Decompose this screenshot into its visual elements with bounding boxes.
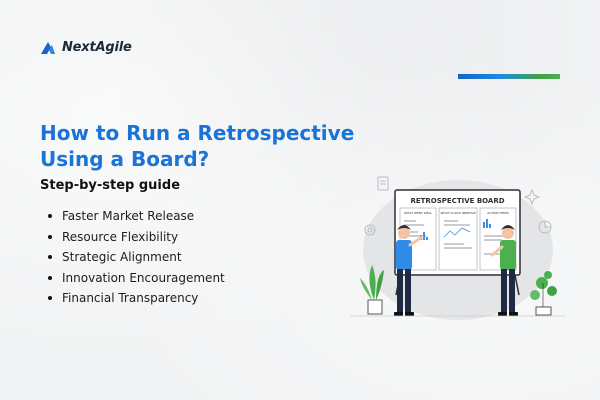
person-right <box>490 225 518 316</box>
brand-logo[interactable]: NextAgile <box>40 40 132 55</box>
list-item: Innovation Encouragement <box>48 268 225 289</box>
list-item: Faster Market Release <box>48 206 225 227</box>
list-item-label: Innovation Encouragement <box>62 270 225 285</box>
plant-left-icon <box>360 265 384 315</box>
board-title: RETROSPECTIVE BOARD <box>410 197 504 205</box>
retrospective-illustration: RETROSPECTIVE BOARD WHAT WENT WELL WHAT … <box>350 176 565 320</box>
person-left <box>394 225 424 316</box>
board-column-header: ACTION ITEMS <box>487 211 509 215</box>
pie-chart-icon <box>538 220 552 234</box>
board-column <box>438 207 478 271</box>
bullet-icon <box>48 234 52 239</box>
bullet-icon <box>48 214 52 219</box>
accent-bar <box>458 74 560 79</box>
board-notes <box>404 220 510 255</box>
board-column <box>479 207 517 271</box>
bullet-icon <box>48 255 52 260</box>
page-title: How to Run a Retrospective Using a Board… <box>40 121 355 171</box>
list-item: Financial Transparency <box>48 288 225 309</box>
list-item-label: Financial Transparency <box>62 291 199 306</box>
board-column-header: WHAT WENT WELL <box>404 211 432 215</box>
list-item-label: Strategic Alignment <box>62 250 182 265</box>
bullet-icon <box>48 296 52 301</box>
plant-right-icon <box>530 271 557 316</box>
brand-name: NextAgile <box>62 40 132 55</box>
board-leg <box>514 274 520 296</box>
document-icon <box>377 176 389 191</box>
benefit-list: Faster Market Release Resource Flexibili… <box>48 206 225 309</box>
bullet-icon <box>48 275 52 280</box>
list-item-label: Faster Market Release <box>62 209 195 224</box>
line-chart-icon <box>443 227 471 238</box>
list-item: Strategic Alignment <box>48 247 225 268</box>
list-item-label: Resource Flexibility <box>62 229 179 244</box>
page-subtitle: Step-by-step guide <box>40 178 181 193</box>
board-column-header: WHAT COULD IMPROVE <box>440 211 475 215</box>
nextagile-logo-icon <box>41 41 55 54</box>
sparkle-icon <box>523 188 541 206</box>
board-column <box>399 207 437 271</box>
list-item: Resource Flexibility <box>48 227 225 248</box>
gear-icon <box>364 224 376 236</box>
